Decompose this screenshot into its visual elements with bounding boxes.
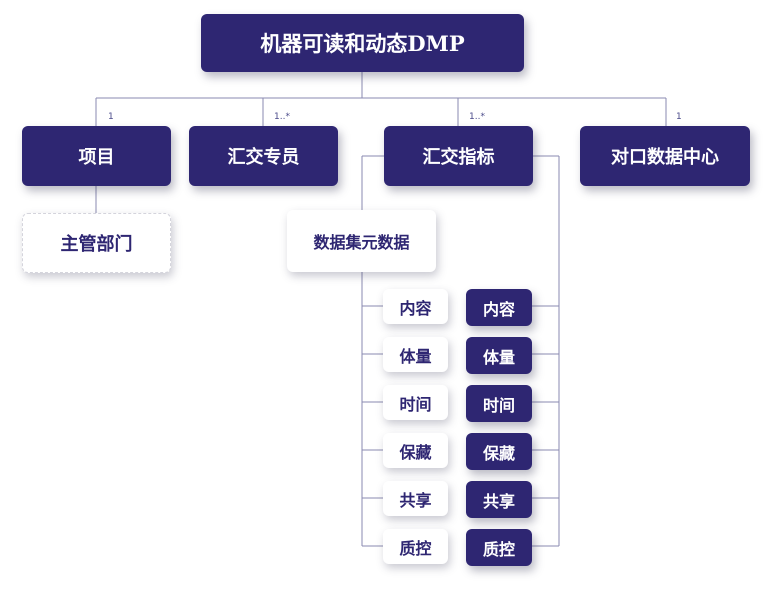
root-node: 机器可读和动态DMP [201,14,524,72]
multiplicity-label-submitter: 1..* [274,112,290,122]
indicator-item-time: 时间 [466,385,532,422]
multiplicity-label-indicator: 1..* [469,112,485,122]
indicator-item-quality-control: 质控 [466,529,532,566]
node-submitter: 汇交专员 [189,126,338,186]
indicator-item-content: 内容 [466,289,532,326]
metadata-item-sharing: 共享 [383,481,448,516]
indicator-item-preservation: 保藏 [466,433,532,470]
node-dataset-metadata: 数据集元数据 [287,210,436,272]
multiplicity-label-project: 1 [108,112,114,122]
metadata-item-preservation: 保藏 [383,433,448,468]
metadata-item-quality-control: 质控 [383,529,448,564]
indicator-item-sharing: 共享 [466,481,532,518]
multiplicity-label-data-center: 1 [676,112,682,122]
node-data-center: 对口数据中心 [580,126,750,186]
indicator-item-volume: 体量 [466,337,532,374]
node-project: 项目 [22,126,171,186]
metadata-item-volume: 体量 [383,337,448,372]
node-competent-department: 主管部门 [22,213,171,273]
metadata-item-content: 内容 [383,289,448,324]
metadata-item-time: 时间 [383,385,448,420]
node-submission-indicator: 汇交指标 [384,126,533,186]
